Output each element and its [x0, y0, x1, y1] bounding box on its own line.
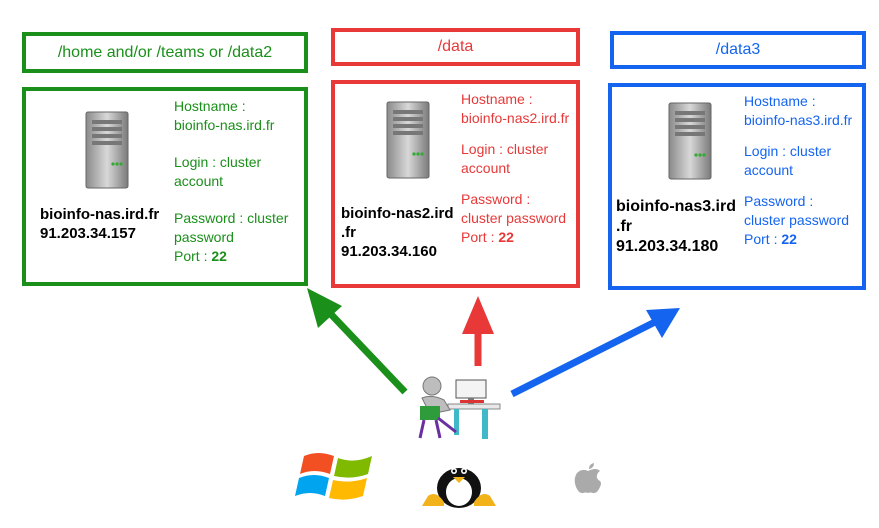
connection-info-nas1: Hostname : bioinfo-nas.ird.fr Login : cl… [174, 98, 289, 264]
arrow-to-nas2 [462, 296, 494, 366]
mount-label-nas2: /data [331, 28, 580, 66]
windows-logo-icon [295, 453, 372, 500]
server-panel-nas1: bioinfo-nas.ird.fr 91.203.34.157 Hostnam… [22, 87, 308, 286]
server-icon [386, 101, 430, 179]
arrow-to-nas1 [307, 288, 408, 395]
server-icon [85, 111, 129, 189]
connection-info-nas3: Hostname : bioinfo-nas3.ird.fr Login : c… [744, 93, 853, 247]
server-name-nas3: bioinfo-nas3.ird .fr 91.203.34.180 [616, 198, 736, 255]
mount-path-nas3: /data3 [715, 41, 761, 58]
server-name-nas2: bioinfo-nas2.ird .fr 91.203.34.160 [341, 205, 454, 260]
mount-path-nas2: /data [437, 38, 474, 55]
arrow-to-nas3 [510, 308, 680, 398]
server-panel-nas3: bioinfo-nas3.ird .fr 91.203.34.180 Hostn… [608, 83, 866, 290]
user-at-desk-icon [418, 376, 501, 439]
mount-path-nas1: /home and/or /teams or /data2 [57, 43, 273, 61]
mount-label-nas1: /home and/or /teams or /data2 [22, 32, 308, 73]
server-name-nas1: bioinfo-nas.ird.fr 91.203.34.157 [40, 206, 160, 242]
server-icon [668, 102, 712, 180]
mount-label-nas3: /data3 [610, 31, 866, 69]
server-panel-nas2: bioinfo-nas2.ird .fr 91.203.34.160 Hostn… [331, 80, 580, 288]
connection-info-nas2: Hostname : bioinfo-nas2.ird.fr Login : c… [461, 91, 570, 245]
apple-logo-icon [574, 463, 601, 494]
linux-tux-icon [422, 468, 496, 508]
